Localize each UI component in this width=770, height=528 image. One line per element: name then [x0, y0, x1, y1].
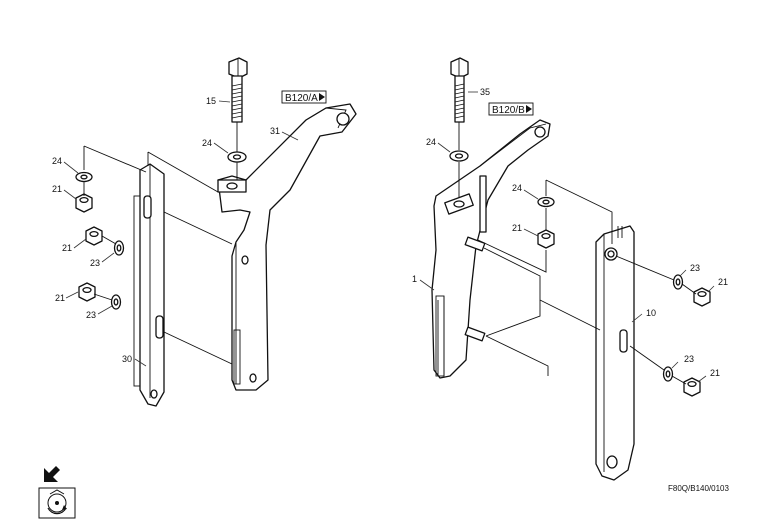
nut-21-right-c — [683, 377, 701, 397]
right-axis-lines — [458, 122, 697, 385]
left-axis-lines — [83, 122, 238, 365]
callout-21: 21 — [718, 277, 728, 287]
callout-21: 21 — [52, 184, 62, 194]
callout-35: 35 — [480, 87, 490, 97]
plate-30 — [133, 163, 165, 407]
callout-23: 23 — [684, 354, 694, 364]
reference-b120b[interactable]: B120/B — [488, 102, 534, 116]
callout-24: 24 — [202, 138, 212, 148]
washer-23-left-a — [113, 240, 125, 256]
callout-30: 30 — [122, 354, 132, 364]
callout-23: 23 — [86, 310, 96, 320]
callout-10: 10 — [646, 308, 656, 318]
callout-15: 15 — [206, 96, 216, 106]
washer-23-right-b — [662, 366, 674, 382]
washer-24-right-upper — [449, 150, 469, 162]
arrow-right-icon — [319, 93, 325, 101]
callout-31: 31 — [270, 126, 280, 136]
bracket-1 — [431, 119, 551, 379]
washer-24-left — [75, 171, 93, 183]
callout-1: 1 — [412, 274, 417, 284]
callout-23: 23 — [90, 258, 100, 268]
callout-24: 24 — [512, 183, 522, 193]
callout-21: 21 — [62, 243, 72, 253]
right-leaders — [419, 91, 715, 383]
reference-b120a[interactable]: B120/A — [281, 90, 327, 104]
bolt-35 — [450, 57, 469, 123]
callout-21: 21 — [710, 368, 720, 378]
nut-21-right-b — [693, 287, 711, 307]
left-leaders — [63, 100, 299, 367]
callout-24: 24 — [52, 156, 62, 166]
washer-24-upper — [227, 151, 247, 163]
reference-label: B120/A — [285, 93, 318, 104]
plate-10 — [595, 225, 635, 481]
callout-23: 23 — [690, 263, 700, 273]
nut-21-left-c — [78, 282, 96, 302]
right-assembly: 35 24 24 21 1 23 21 10 23 21 B120/B — [412, 57, 728, 481]
view-direction-arrow-icon — [44, 466, 60, 482]
bracket-31 — [217, 103, 357, 391]
drawing-code: F80Q/B140/0103 — [668, 484, 729, 493]
rotation-symbol-icon — [38, 487, 76, 519]
bolt-15 — [228, 57, 248, 123]
nut-21-left-a — [75, 193, 93, 213]
arrow-right-icon — [526, 105, 532, 113]
washer-23-left-b — [110, 294, 122, 310]
callout-21: 21 — [512, 223, 522, 233]
nut-21-left-b — [85, 226, 103, 246]
callout-24: 24 — [426, 137, 436, 147]
callout-21: 21 — [55, 293, 65, 303]
washer-24-right-mid — [537, 196, 555, 208]
nut-21-right-a — [537, 229, 555, 249]
reference-label: B120/B — [492, 105, 525, 116]
washer-23-right-a — [672, 274, 684, 290]
left-assembly: 15 24 24 21 21 23 21 23 30 31 B120/A — [52, 57, 357, 407]
